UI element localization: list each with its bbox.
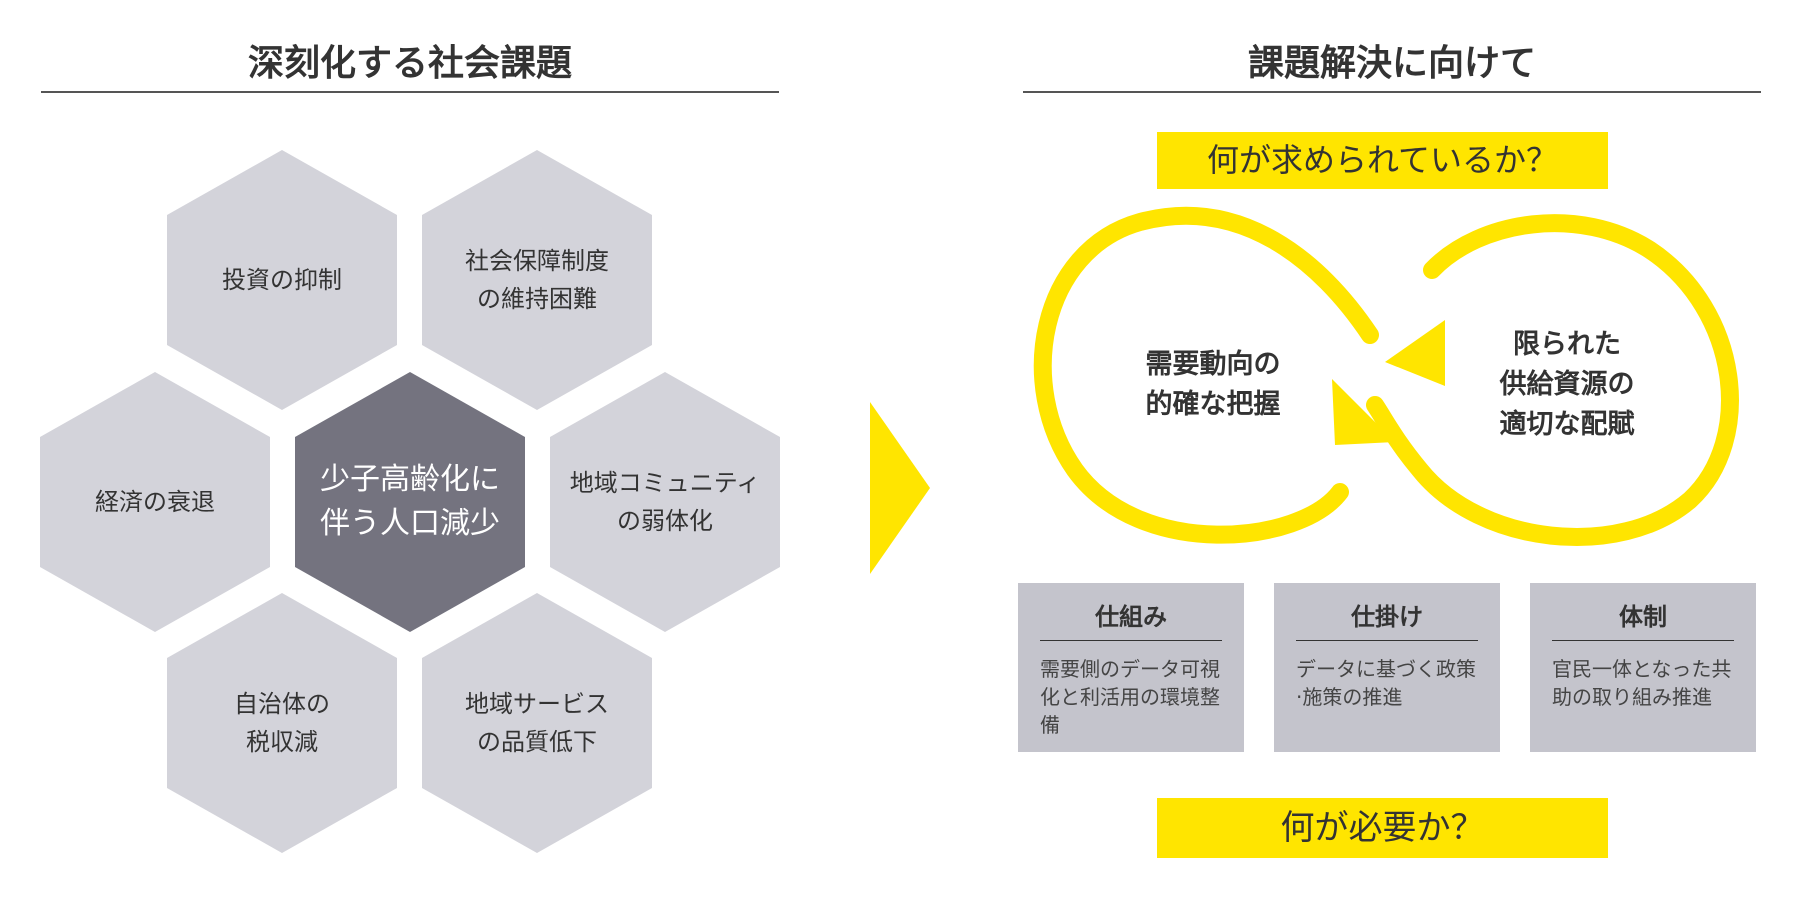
loop-label-line: 的確な把握 [1145, 389, 1281, 420]
right-section-title: 課題解決に向けて [1247, 43, 1536, 84]
issue-hexagon-label: 地域サービスの品質低下 [422, 685, 652, 761]
question-banner-bottom: 何が必要か？ [1157, 798, 1608, 858]
left-loop-arc [1033, 206, 1379, 544]
issue-hexagon-label: 自治体の税収減 [167, 685, 397, 761]
transition-arrow-icon [870, 402, 930, 574]
card-body: 需要側のデータ可視化と利活用の環境整備 [1040, 657, 1220, 737]
issue-hexagon [167, 593, 397, 853]
hex-label-line: の品質低下 [477, 728, 597, 756]
loop-label-line: 限られた [1513, 329, 1621, 360]
card-title: 仕組み [1040, 597, 1222, 641]
core-issue-hexagon [295, 372, 525, 632]
card-title: 体制 [1552, 597, 1734, 641]
loop-label-line: 需要動向の [1145, 349, 1281, 380]
card-body: 官民一体となった共助の取り組み推進 [1552, 657, 1732, 709]
issue-hexagon-label: 社会保障制度の維持困難 [422, 242, 652, 318]
card-mechanism: 仕組み 需要側のデータ可視化と利活用の環境整備 [1018, 583, 1244, 752]
loop-arrowhead-up-icon [1332, 379, 1395, 445]
issue-hexagon [167, 150, 397, 410]
hex-label-line: 地域コミュニティ [569, 469, 761, 497]
loop-arrowhead-down-icon [1385, 320, 1445, 386]
hex-label-line: 自治体の [234, 690, 330, 718]
issue-hexagon-label: 投資の抑制 [167, 261, 397, 299]
issue-hexagon [40, 372, 270, 632]
hex-label-line: 税収減 [246, 728, 318, 756]
right-loop-arc [1366, 214, 1739, 547]
question-banner-top: 何が求められているか？ [1157, 132, 1608, 189]
left-title-divider [41, 91, 779, 93]
loop-label-supply: 限られた 供給資源の 適切な配賦 [1467, 325, 1667, 445]
issue-hexagon-label: 地域コミュニティの弱体化 [550, 464, 780, 540]
issue-hexagon [550, 372, 780, 632]
hex-label-line: の維持困難 [477, 285, 597, 313]
hex-label-line: の弱体化 [617, 507, 713, 535]
hex-label-line: 経済の衰退 [95, 488, 215, 516]
cycle-loop [1033, 206, 1739, 547]
issue-hexagon-label: 経済の衰退 [40, 483, 270, 521]
card-initiative: 仕掛け データに基づく政策·施策の推進 [1274, 583, 1500, 752]
hex-label-line: 地域サービス [465, 690, 609, 718]
card-body: データに基づく政策·施策の推進 [1296, 657, 1476, 709]
core-issue-label: 少子高齢化に伴う人口減少 [295, 458, 525, 546]
right-title-divider [1023, 91, 1761, 93]
left-section-title: 深刻化する社会課題 [247, 43, 572, 84]
loop-label-line: 適切な配賦 [1499, 409, 1635, 440]
hex-label-line: 投資の抑制 [222, 266, 342, 294]
hex-label-line: 社会保障制度 [465, 247, 609, 275]
loop-label-demand: 需要動向の 的確な把握 [1113, 345, 1313, 425]
issue-hexagon [422, 593, 652, 853]
hex-label-line: 少子高齢化に [320, 462, 500, 497]
card-structure: 体制 官民一体となった共助の取り組み推進 [1530, 583, 1756, 752]
loop-label-line: 供給資源の [1499, 369, 1635, 400]
hex-label-line: 伴う人口減少 [320, 506, 500, 541]
issue-hexagon [422, 150, 652, 410]
card-title: 仕掛け [1296, 597, 1478, 641]
